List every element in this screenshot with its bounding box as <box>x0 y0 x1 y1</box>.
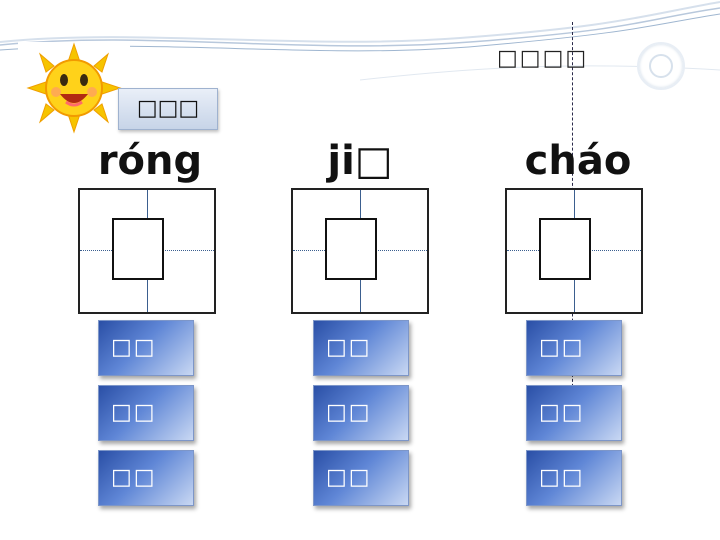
section-label: □□□ <box>118 88 218 130</box>
character-2 <box>325 218 377 280</box>
word-button-3-3[interactable]: □□ <box>526 450 622 506</box>
pinyin-label-1: róng <box>97 138 203 184</box>
character-grid-1 <box>78 188 216 314</box>
character-3 <box>539 218 591 280</box>
word-button-3-1[interactable]: □□ <box>526 320 622 376</box>
circle-nav-button[interactable] <box>637 42 685 90</box>
page-title: □□□□ <box>497 46 589 71</box>
pinyin-label-3: cháo <box>524 138 632 184</box>
circle-button-icon <box>649 54 673 78</box>
word-button-1-2[interactable]: □□ <box>98 385 194 441</box>
character-1 <box>112 218 164 280</box>
word-button-2-1[interactable]: □□ <box>313 320 409 376</box>
pinyin-label-2: ji□ <box>327 138 393 184</box>
word-button-3-2[interactable]: □□ <box>526 385 622 441</box>
word-button-1-1[interactable]: □□ <box>98 320 194 376</box>
word-button-2-3[interactable]: □□ <box>313 450 409 506</box>
word-button-1-3[interactable]: □□ <box>98 450 194 506</box>
smiling-sun-icon <box>18 42 130 134</box>
character-grid-2 <box>291 188 429 314</box>
character-grid-3 <box>505 188 643 314</box>
word-button-2-2[interactable]: □□ <box>313 385 409 441</box>
